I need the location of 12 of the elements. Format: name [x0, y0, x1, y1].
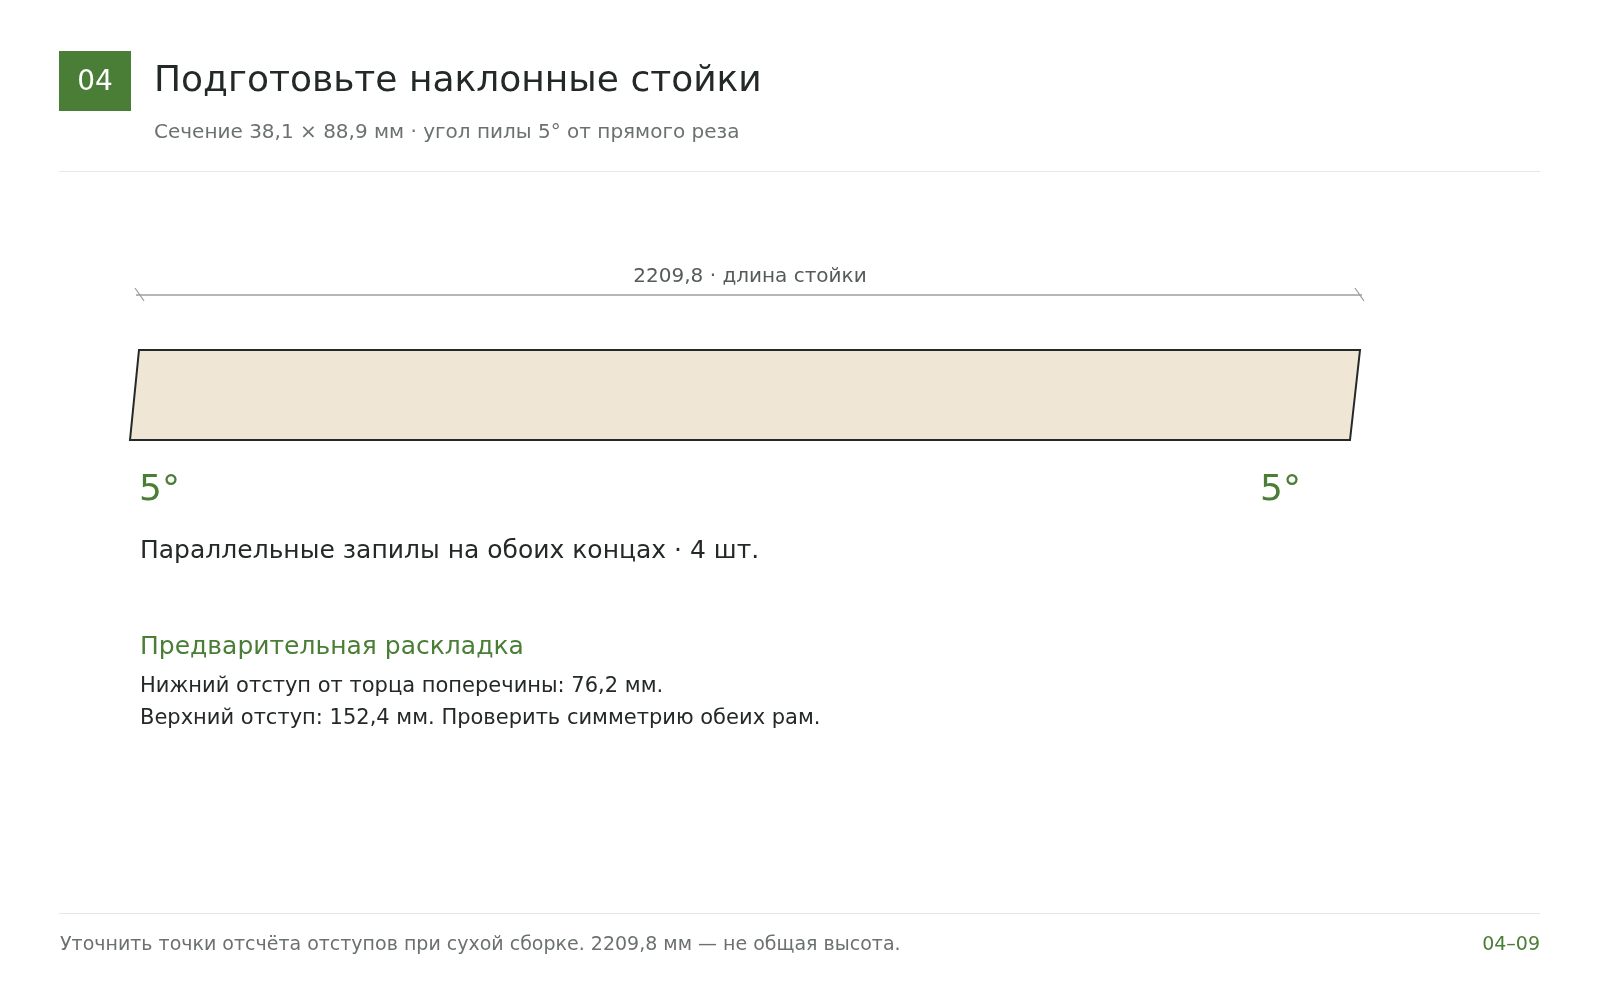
cut-note: Параллельные запилы на обоих концах · 4 шт.	[140, 535, 760, 565]
subtitle: Сечение 38,1 × 88,9 мм · угол пилы 5° от прямого реза	[154, 119, 740, 143]
layout-note: Верхний отступ: 152,4 мм. Проверить симметрию обеих рам.	[140, 705, 821, 731]
title: Подготовьте наклонные стойки	[154, 57, 762, 101]
page-reference: 04–09	[1482, 932, 1540, 955]
angle-label: 5°	[1260, 466, 1301, 510]
angle-label: 5°	[139, 466, 180, 510]
layout-note: Нижний отступ от торца поперечины: 76,2 мм.	[140, 673, 664, 699]
step-number: 04	[59, 51, 131, 111]
section-heading: Предварительная раскладка	[140, 631, 524, 661]
footer-note: Уточнить точки отсчёта отступов при сухой сборке. 2209,8 мм — не общая высота.	[60, 932, 901, 955]
dimension-label: 2209,8 · длина стойки	[633, 263, 867, 287]
